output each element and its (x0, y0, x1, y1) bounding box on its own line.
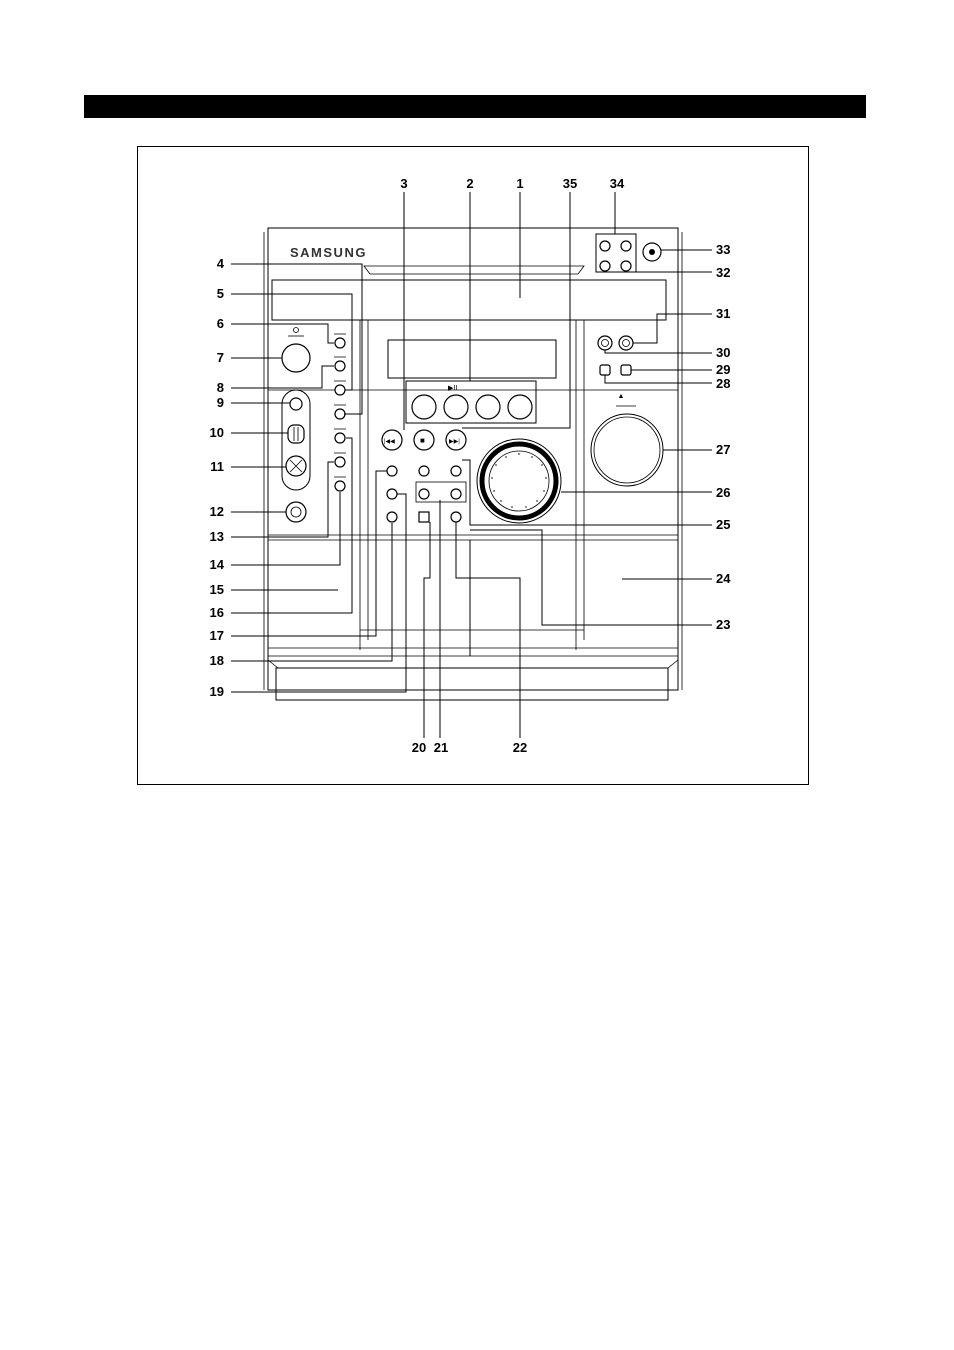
brand-logo: SAMSUNG (290, 245, 367, 260)
button-29[interactable] (621, 365, 631, 375)
volume-dial-outer (477, 439, 561, 523)
button-18[interactable] (387, 489, 397, 499)
callout-7: 7 (217, 350, 224, 365)
selector-10[interactable] (288, 425, 304, 443)
callout-26: 26 (716, 485, 730, 500)
callout-4: 4 (217, 256, 225, 271)
button-23[interactable] (451, 466, 461, 476)
callout-28: 28 (716, 376, 730, 391)
callout-32: 32 (716, 265, 730, 280)
button-16[interactable] (335, 433, 345, 443)
button-21a[interactable] (419, 466, 429, 476)
deck-button-3[interactable] (476, 395, 500, 419)
callout-17: 17 (210, 628, 224, 643)
callout-29: 29 (716, 362, 730, 377)
button-32[interactable] (621, 261, 631, 271)
callout-1: 1 (516, 176, 523, 191)
button-6[interactable] (335, 338, 345, 348)
left-controls (282, 328, 346, 523)
cassette-door[interactable] (591, 414, 663, 486)
callout-9: 9 (217, 395, 224, 410)
prev-icon: |◀◀ (384, 439, 395, 445)
volume-dial[interactable] (482, 444, 556, 518)
button-22[interactable] (451, 512, 461, 522)
callout-10: 10 (210, 425, 224, 440)
button-5[interactable] (335, 385, 345, 395)
stop-icon: ■ (420, 436, 425, 445)
dial-ticks (491, 453, 547, 508)
headphone-jack[interactable] (286, 502, 306, 522)
callout-19: 19 (210, 684, 224, 699)
button-17[interactable] (387, 466, 397, 476)
button-34c[interactable] (600, 261, 610, 271)
button-13[interactable] (335, 481, 345, 491)
power-knob[interactable] (282, 344, 310, 372)
callout-35: 35 (563, 176, 577, 191)
callout-31: 31 (716, 306, 730, 321)
callout-23: 23 (716, 617, 730, 632)
button-14[interactable] (335, 457, 345, 467)
button-28[interactable] (600, 365, 610, 375)
callout-2: 2 (466, 176, 473, 191)
button-4[interactable] (335, 409, 345, 419)
button-34b[interactable] (621, 241, 631, 251)
button-8[interactable] (335, 361, 345, 371)
callout-20: 20 (412, 740, 426, 755)
callout-8: 8 (217, 380, 224, 395)
button-31[interactable] (619, 336, 633, 350)
button-30[interactable] (598, 336, 612, 350)
callout-14: 14 (210, 557, 225, 572)
callout-27: 27 (716, 442, 730, 457)
callout-16: 16 (210, 605, 224, 620)
next-icon: ▶▶| (449, 439, 460, 445)
callout-11: 11 (210, 459, 224, 474)
callout-15: 15 (210, 582, 224, 597)
callout-24: 24 (716, 571, 731, 586)
play-pause-icon: ▶II (448, 385, 457, 392)
button-21b[interactable] (419, 489, 429, 499)
callout-30: 30 (716, 345, 730, 360)
center-controls: ▶II |◀◀ ■ ▶▶| (382, 381, 561, 523)
unit-body (264, 228, 682, 700)
deck-button-2[interactable] (444, 395, 468, 419)
callout-13: 13 (210, 529, 224, 544)
callout-33: 33 (716, 242, 730, 257)
button-19[interactable] (387, 512, 397, 522)
callout-22: 22 (513, 740, 527, 755)
button-21c[interactable] (451, 489, 461, 499)
deck-button-4[interactable] (508, 395, 532, 419)
eject-icon: ▲ (618, 393, 625, 400)
callout-6: 6 (217, 316, 224, 331)
callout-18: 18 (210, 653, 224, 668)
callout-3: 3 (400, 176, 407, 191)
deck-button-1[interactable] (412, 395, 436, 419)
callout-34: 34 (610, 176, 625, 191)
button-9[interactable] (290, 398, 302, 410)
button-20[interactable] (419, 512, 429, 522)
button-34a[interactable] (600, 241, 610, 251)
callout-12: 12 (210, 504, 224, 519)
callout-21: 21 (434, 740, 448, 755)
callout-25: 25 (716, 517, 730, 532)
callout-5: 5 (217, 286, 224, 301)
